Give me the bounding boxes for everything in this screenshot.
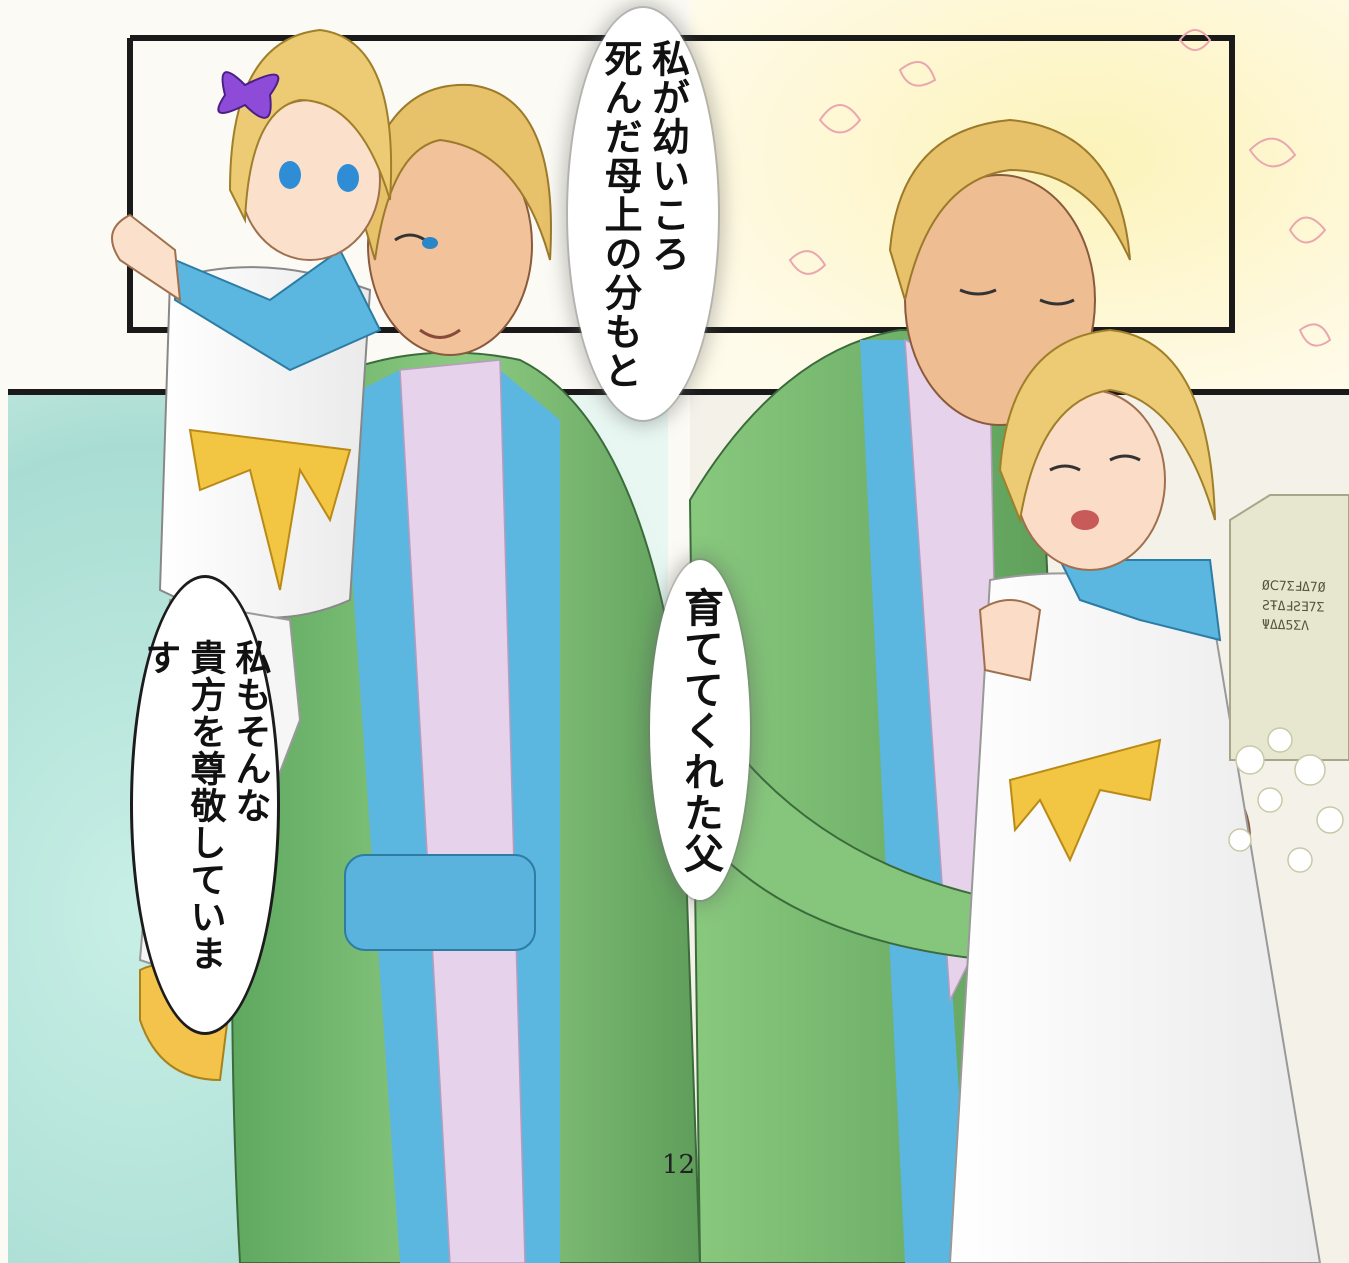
girl-right-hands (978, 599, 1042, 682)
father-right-hair (888, 118, 1131, 301)
speech-line: 私もそんな (229, 638, 271, 824)
gravestone-line: ØⅭ7ΣℲΔ7Ø (1262, 578, 1326, 596)
father-right-robe-trim (860, 340, 970, 1263)
father-left-inner-robe (399, 359, 526, 1263)
father-left-sash (344, 854, 536, 951)
girl-right-collar (1058, 559, 1222, 642)
speech-bubble-center: 育ててくれた父 (650, 560, 750, 900)
speech-bubble-top-center: 私が幼いころ 死んだ母上の分もと (568, 8, 718, 420)
page-number: 12 (662, 1150, 696, 1180)
girl-left-pointing-arm (111, 213, 182, 303)
gravestone-line: ΨΔΔ5ΣΛ (1262, 617, 1309, 635)
speech-line: す (139, 638, 181, 676)
girl-right-hair (998, 328, 1216, 524)
gravestone-inscription: ØⅭ7ΣℲΔ7Ø ƧŦΔℲƧƎ7Σ ΨΔΔ5ΣΛ (1262, 577, 1347, 638)
girl-left-collar (174, 248, 382, 372)
speech-line: 貴方を尊敬していま (184, 638, 226, 972)
speech-line: 死んだ母上の分もと (598, 38, 642, 390)
speech-line: 私が幼いころ (645, 38, 690, 273)
speech-line: 育ててくれた父 (677, 586, 723, 874)
girl-left-ribbon (188, 428, 352, 591)
speech-bubble-left: 私もそんな 貴方を尊敬していま す (130, 575, 280, 1035)
girl-right-ribbon (1008, 738, 1162, 863)
falling-petals (788, 29, 1332, 347)
father-left-robe-trim (340, 370, 450, 1263)
father-left-hair (358, 83, 552, 261)
butterfly-hairpin (217, 71, 280, 119)
gravestone (1229, 494, 1349, 761)
white-flowers (1228, 727, 1344, 873)
